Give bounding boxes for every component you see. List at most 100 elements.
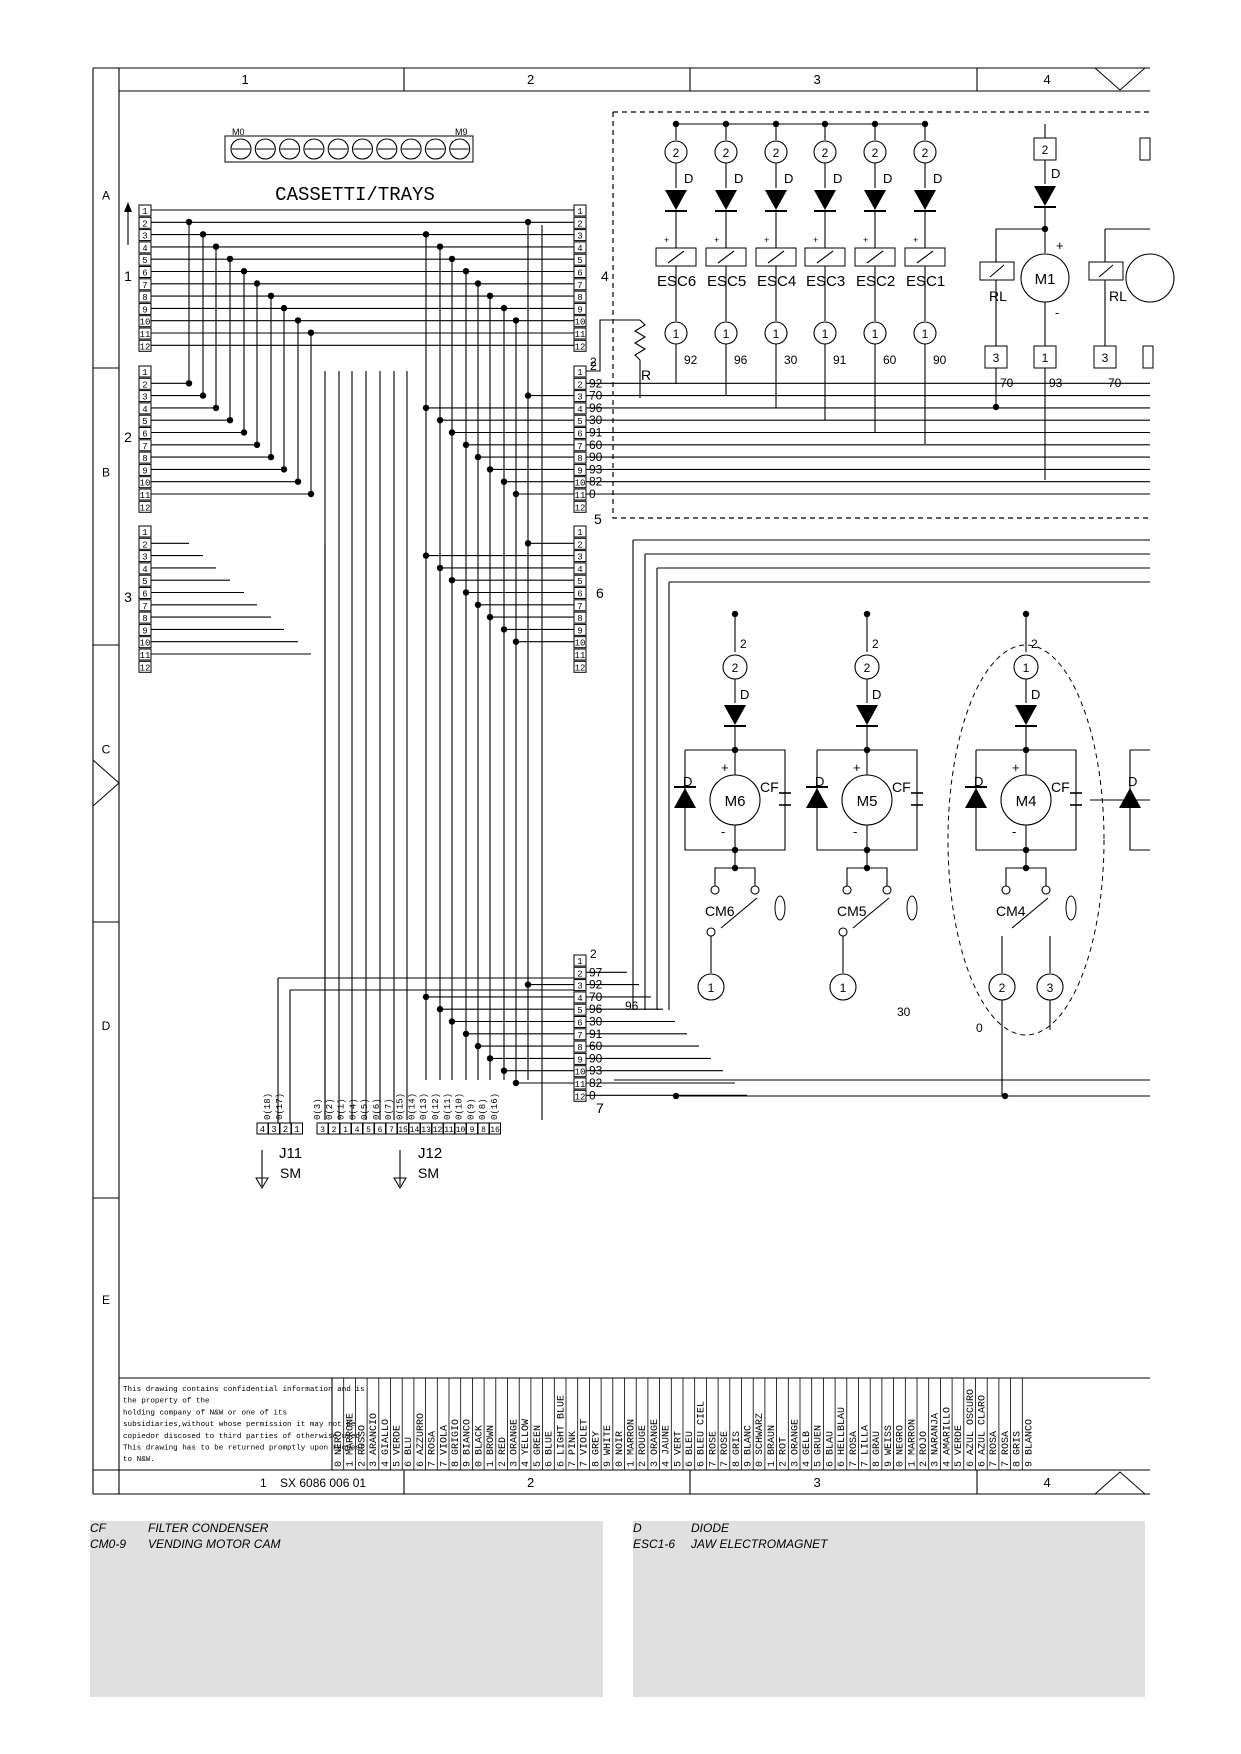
junction-dots (185, 218, 1009, 1100)
connector-pin-box (573, 439, 587, 452)
connector-side-label: 5 (594, 511, 602, 527)
connector-pin-box (573, 611, 587, 624)
coil-slash (667, 250, 685, 264)
connector-pin-box (573, 1052, 587, 1065)
coil-slash (816, 250, 834, 264)
junction-dot (462, 268, 470, 275)
connector-pin-box (573, 500, 587, 513)
junction-dot (486, 292, 494, 299)
connector-pin-label: 2 (283, 1125, 288, 1135)
switch-lever (720, 897, 758, 929)
confidential-text: This drawing has to be returned promptly… (123, 1445, 365, 1453)
wire-label: 0(3) (313, 1098, 323, 1120)
plus-sign: + (664, 235, 669, 245)
color-code-label: 6 LIGHT BLUE (556, 1395, 567, 1467)
diode-label: D (683, 774, 692, 789)
plus-sign: + (714, 235, 719, 245)
diode-symbol (814, 190, 836, 210)
capacitor-label: CF (892, 779, 911, 795)
junction-dot (486, 1055, 494, 1062)
connector-pin-label: 11 (575, 491, 586, 501)
connector-pin-label: 3 (271, 1125, 276, 1135)
wire-number: 70 (1108, 376, 1122, 390)
connector-pin-label: 12 (575, 503, 586, 513)
j11-label: J11 (279, 1145, 302, 1162)
connector-pin-label: 4 (142, 405, 147, 415)
connector-pin-label: 2 (577, 969, 582, 979)
pin-number: 1 (822, 327, 829, 341)
connector-pin-label: 10 (456, 1126, 466, 1135)
connector-pin-box (138, 414, 152, 427)
esc-label: ESC2 (856, 273, 895, 290)
junction-dot (185, 380, 193, 387)
arrow-head (124, 202, 132, 212)
switch-wire (1005, 867, 1026, 886)
minus-sign: - (853, 824, 857, 839)
wire-number: 2 (590, 359, 597, 373)
connector-pin-box (573, 574, 587, 587)
connector-pin-label: 16 (490, 1126, 500, 1135)
connector-pin-label: 1 (577, 207, 582, 217)
grid-column-label: 4 (1044, 1475, 1051, 1490)
color-code-label: 0 SCHWARZ (755, 1413, 766, 1467)
cam-follower (774, 895, 786, 921)
wire-number: 97 (589, 965, 603, 979)
jaw-electromagnet-block: 2D+ESC61922D+ESC51962D+ESC41302D+ESC3191… (586, 111, 1150, 519)
color-code-label: 0 NOIR (615, 1431, 626, 1467)
junction-dot (486, 466, 494, 473)
diode-label: D (684, 171, 693, 186)
wire-number: 82 (589, 475, 603, 489)
junction-dot (512, 490, 520, 498)
diode-symbol (806, 788, 828, 808)
connector-pin-box (573, 991, 587, 1004)
motor-label: M1 (1035, 271, 1056, 288)
connector-pin-label: 11 (575, 330, 586, 340)
grid-column-label: 3 (814, 1475, 821, 1490)
connector-pin-box (573, 488, 587, 501)
connector-pin-label: 9 (142, 466, 147, 476)
connector-pin-box (573, 1089, 587, 1102)
grid-row-label: E (102, 1293, 110, 1307)
wire-number: 96 (625, 999, 639, 1013)
junction-dot (212, 404, 220, 412)
junction-dot (199, 392, 207, 399)
junction-dot (422, 231, 430, 238)
connector-pin-label: 6 (577, 590, 582, 600)
pin-number: 3 (1047, 981, 1054, 995)
junction-dot (992, 403, 1000, 411)
diode-symbol (1034, 186, 1056, 206)
switch-lever (1011, 897, 1049, 929)
motor-loop (816, 749, 918, 851)
color-code-label: 0 NERO (334, 1431, 345, 1467)
junction-dot (1001, 1092, 1009, 1100)
motor-wire (995, 228, 1045, 262)
connector-pin-label: 13 (421, 1126, 431, 1135)
esc-label: ESC1 (906, 273, 945, 290)
wire-number: 2 (1031, 637, 1038, 651)
drawing-number: SX 6086 006 01 (280, 1476, 366, 1490)
wire-label: 0(11) (443, 1093, 453, 1120)
diode-label: D (1051, 166, 1060, 181)
grid-row-label: B (102, 466, 110, 480)
connector-pin-label: 11 (140, 491, 151, 501)
connector-pin-label: 9 (470, 1126, 475, 1135)
junction-dot (294, 478, 302, 485)
connector-pin-label: 2 (577, 540, 582, 550)
connector-pin-label: 7 (142, 281, 147, 291)
connector-pin-box (138, 525, 152, 538)
wire-number: 0 (589, 1088, 596, 1102)
connector-pin-label: 7 (142, 602, 147, 612)
junction-dot (448, 1018, 456, 1025)
plus-sign: + (913, 235, 918, 245)
connector-pin-label: 2 (142, 380, 147, 390)
wire-number: 92 (589, 376, 603, 390)
connector-pin-box (573, 427, 587, 439)
connector-pin-label: 10 (140, 318, 151, 328)
j12-label: J12 (418, 1145, 442, 1162)
color-code-label: 8 GRIS (1013, 1431, 1024, 1467)
connector-pin-label: 4 (142, 244, 147, 254)
color-code-label: 1 MARRON (907, 1419, 918, 1467)
switch-wire (867, 867, 888, 886)
connector-pin-box (573, 216, 587, 229)
